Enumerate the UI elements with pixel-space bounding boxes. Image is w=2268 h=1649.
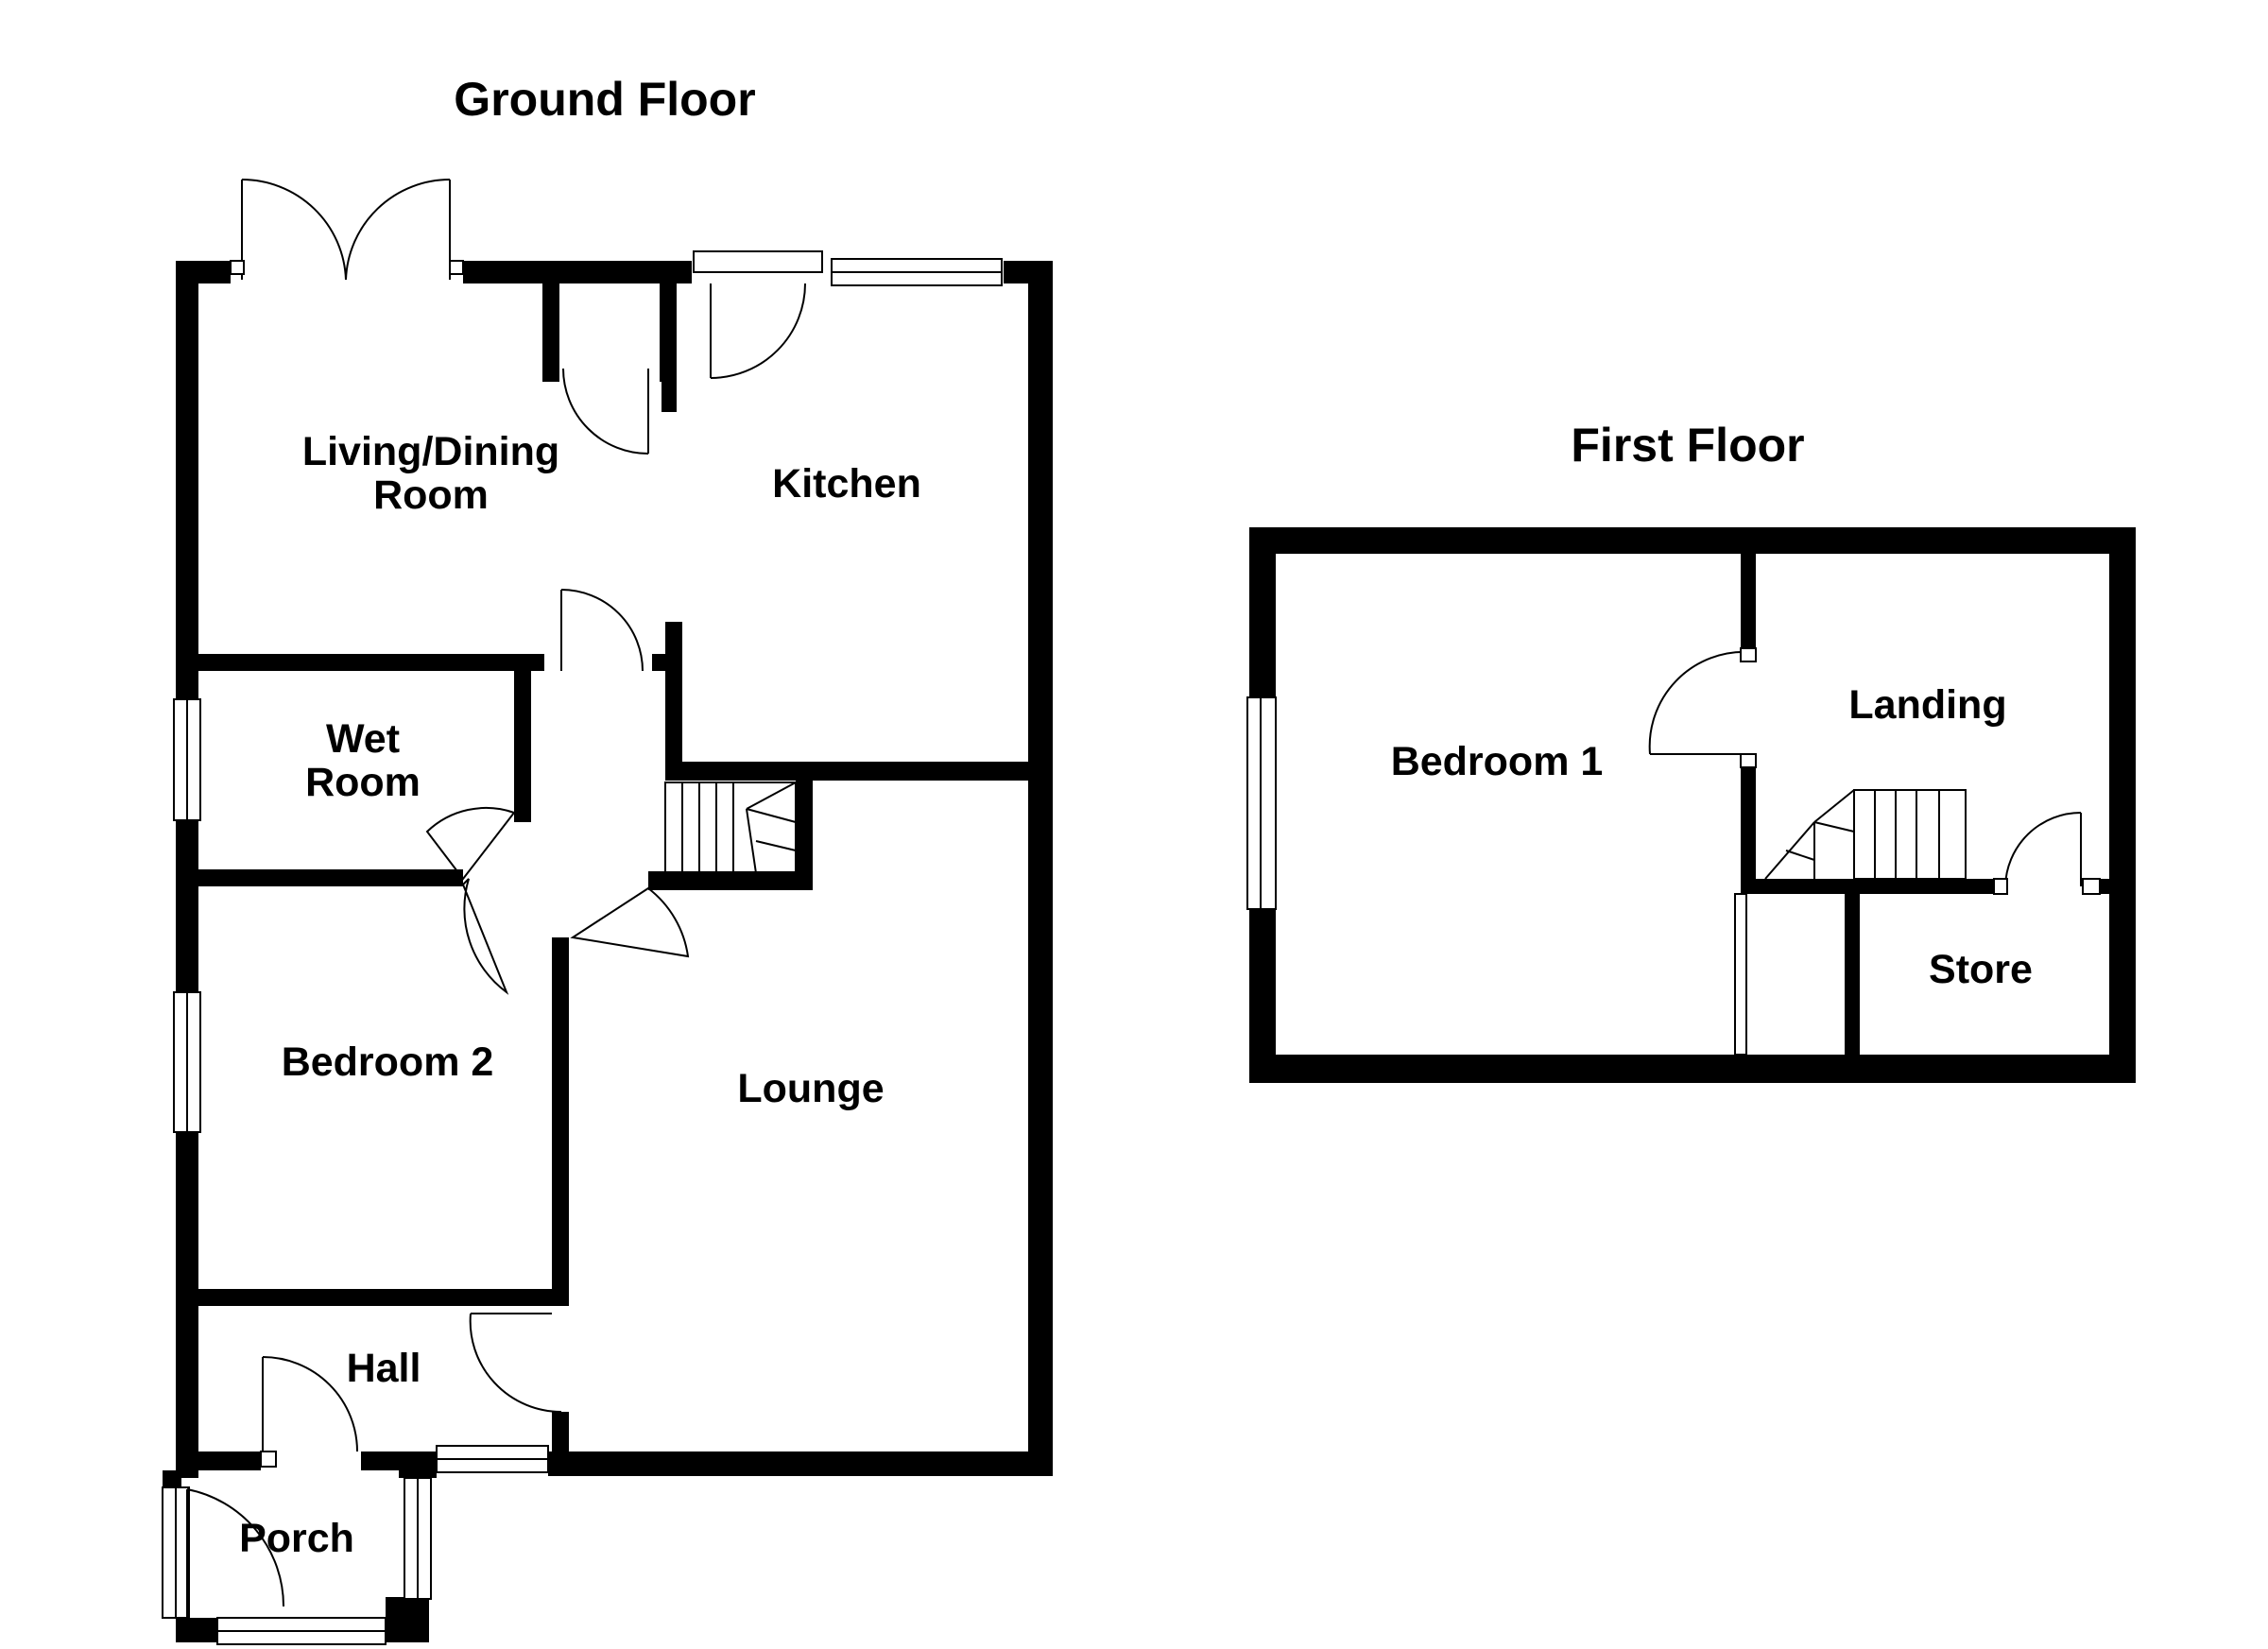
wall-bottom-hall-left bbox=[176, 1451, 261, 1470]
wall-kitchen-bottom bbox=[665, 762, 1051, 781]
kitchen-door-frame bbox=[693, 250, 823, 273]
lounge-inner-door-icon bbox=[570, 886, 690, 958]
ff-wall-top bbox=[1249, 527, 2136, 554]
wall-stair-right bbox=[796, 781, 813, 890]
ff-wall-bed-landing-lower bbox=[1741, 756, 1756, 890]
first-floor-title: First Floor bbox=[1571, 419, 1804, 472]
wet-room-label-line2: Room bbox=[305, 760, 421, 805]
wall-stair-bottom bbox=[648, 871, 813, 890]
ground-floor-windows bbox=[162, 250, 1003, 1645]
porch-wall-right bbox=[399, 1451, 437, 1478]
living-dining-label-line2: Room bbox=[373, 472, 489, 518]
landing-label: Landing bbox=[1848, 682, 2006, 728]
wall-living-wet-top bbox=[176, 654, 544, 671]
wall-bed2-hall bbox=[176, 1289, 569, 1306]
living-inner-door-icon bbox=[560, 589, 644, 672]
ff-wall-left-upper bbox=[1249, 527, 1276, 697]
wall-wet-right bbox=[514, 671, 531, 822]
first-floor-walls bbox=[1249, 527, 2136, 1083]
ff-wall-store-left bbox=[1845, 890, 1860, 1058]
store-label: Store bbox=[1929, 947, 2033, 992]
ground-floor-title: Ground Floor bbox=[454, 73, 755, 126]
wall-left-middle bbox=[176, 820, 198, 992]
wall-cupboard-left bbox=[542, 280, 559, 382]
porch-wall-left-stub bbox=[163, 1470, 181, 1487]
ground-floor-walls bbox=[163, 261, 1053, 1642]
french-door-left-icon bbox=[241, 179, 347, 281]
kitchen-label: Kitchen bbox=[772, 461, 921, 507]
front-door-icon bbox=[186, 1488, 285, 1607]
porch-label: Porch bbox=[239, 1516, 354, 1561]
wall-kitchen-left bbox=[665, 622, 682, 771]
hall-label: Hall bbox=[347, 1346, 421, 1391]
first-floor: First Floor bbox=[1246, 419, 2136, 1083]
cupboard-door-icon bbox=[562, 368, 649, 455]
wet-room-door-icon bbox=[425, 806, 516, 881]
lounge-label: Lounge bbox=[737, 1066, 884, 1111]
ground-floor: Ground Floor bbox=[162, 73, 1053, 1645]
ff-wall-store-top-right bbox=[2100, 879, 2113, 894]
store-door-icon bbox=[2004, 812, 2082, 887]
wall-cupboard-right bbox=[660, 280, 677, 382]
porch-wall-bottom-right bbox=[386, 1597, 429, 1642]
wet-room-label: Wet bbox=[326, 716, 400, 762]
hall-lounge-door-icon bbox=[469, 1313, 562, 1414]
bedroom1-door-icon bbox=[1648, 650, 1749, 755]
wall-cupboard-right-stub bbox=[662, 382, 677, 412]
bedroom2-door-icon bbox=[461, 878, 509, 995]
porch-wall-bottom-left bbox=[176, 1618, 217, 1642]
wall-top-middle bbox=[463, 261, 692, 283]
bedroom1-label: Bedroom 1 bbox=[1391, 739, 1604, 784]
ground-floor-doors bbox=[186, 179, 806, 1618]
porch-hall-door-icon bbox=[262, 1356, 358, 1452]
ground-staircase bbox=[664, 782, 797, 874]
ff-wall-stair-bottom bbox=[1741, 879, 1996, 894]
wall-wet-bed2 bbox=[176, 869, 463, 886]
wall-bottom-lounge bbox=[548, 1451, 1053, 1476]
wall-left-upper bbox=[176, 261, 198, 699]
wall-bed2-lounge bbox=[552, 937, 569, 1304]
first-staircase bbox=[1764, 789, 1967, 880]
ff-wall-bed-landing-upper bbox=[1741, 554, 1756, 648]
wall-hall-lounge-stub bbox=[552, 1412, 569, 1457]
living-dining-label: Living/Dining bbox=[302, 429, 559, 474]
french-door-right-icon bbox=[345, 179, 451, 281]
first-floor-doors bbox=[1648, 647, 2101, 895]
cupboard-door-frame bbox=[1734, 893, 1747, 1056]
ff-wall-right bbox=[2109, 527, 2136, 1083]
bedroom2-label: Bedroom 2 bbox=[282, 1039, 494, 1085]
ff-wall-bottom bbox=[1249, 1055, 2136, 1083]
first-floor-windows bbox=[1246, 696, 1747, 1056]
kitchen-back-door-icon bbox=[710, 283, 806, 379]
ff-wall-left-lower bbox=[1249, 909, 1276, 1083]
wall-right bbox=[1028, 261, 1053, 1476]
